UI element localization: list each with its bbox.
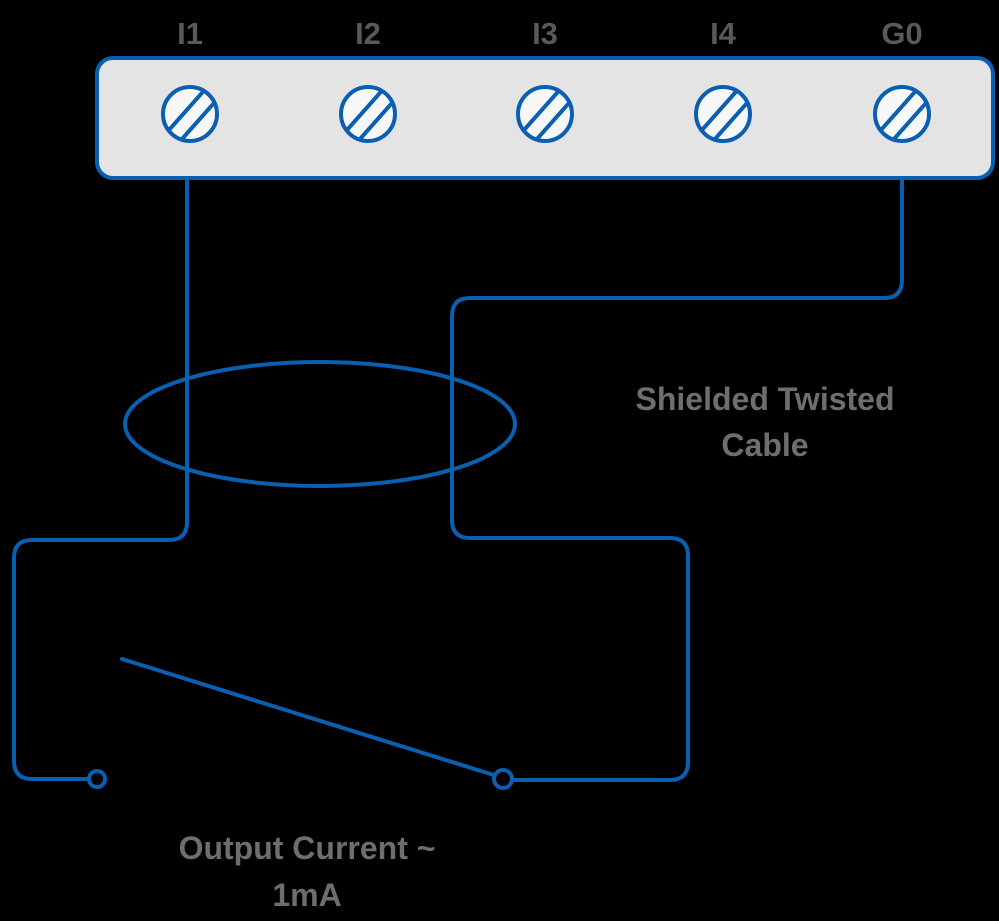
screw-slot-icon [518,87,572,141]
annotation-output-current: Output Current ~ 1mA [179,830,436,913]
output-label-line1: Output Current ~ [179,830,436,866]
cable-label-line2: Cable [721,427,808,463]
screw-slot-icon [341,87,395,141]
screw-head-icon [873,85,931,143]
screw-head-icon [161,85,219,143]
wiring-layer [12,112,904,790]
screw-terminal-i2[interactable] [339,85,400,148]
screw-head-icon [694,85,752,143]
annotation-shielded-twisted-cable: Shielded Twisted Cable [636,381,895,463]
screw-terminals-group [161,85,934,148]
screw-head-icon [516,85,574,143]
terminal-label-i4: I4 [710,16,737,51]
switch-lever [120,657,499,778]
terminal-label-g0: G0 [881,16,922,51]
screw-slot-icon [163,87,217,141]
twisted-cable-ellipse [123,360,517,488]
screw-slot-icon [696,87,750,141]
screw-head-icon [339,85,397,143]
terminal-label-i3: I3 [532,16,558,51]
wire-g0-shield [450,112,904,782]
terminal-labels-group: I1 I2 I3 I4 G0 [177,16,923,51]
terminal-label-i1: I1 [177,16,203,51]
screw-terminal-i3[interactable] [516,85,577,148]
screw-terminal-i4[interactable] [694,85,755,148]
output-label-line2: 1mA [272,877,341,913]
screw-terminal-g0[interactable] [873,85,934,148]
screw-terminal-i1[interactable] [161,85,222,148]
cable-label-line1: Shielded Twisted [636,381,895,417]
screw-slot-icon [875,87,929,141]
wire-i1-signal [12,112,189,781]
switch-contact-right [492,768,514,790]
switch-contact-left [87,769,107,789]
terminal-label-i2: I2 [355,16,381,51]
